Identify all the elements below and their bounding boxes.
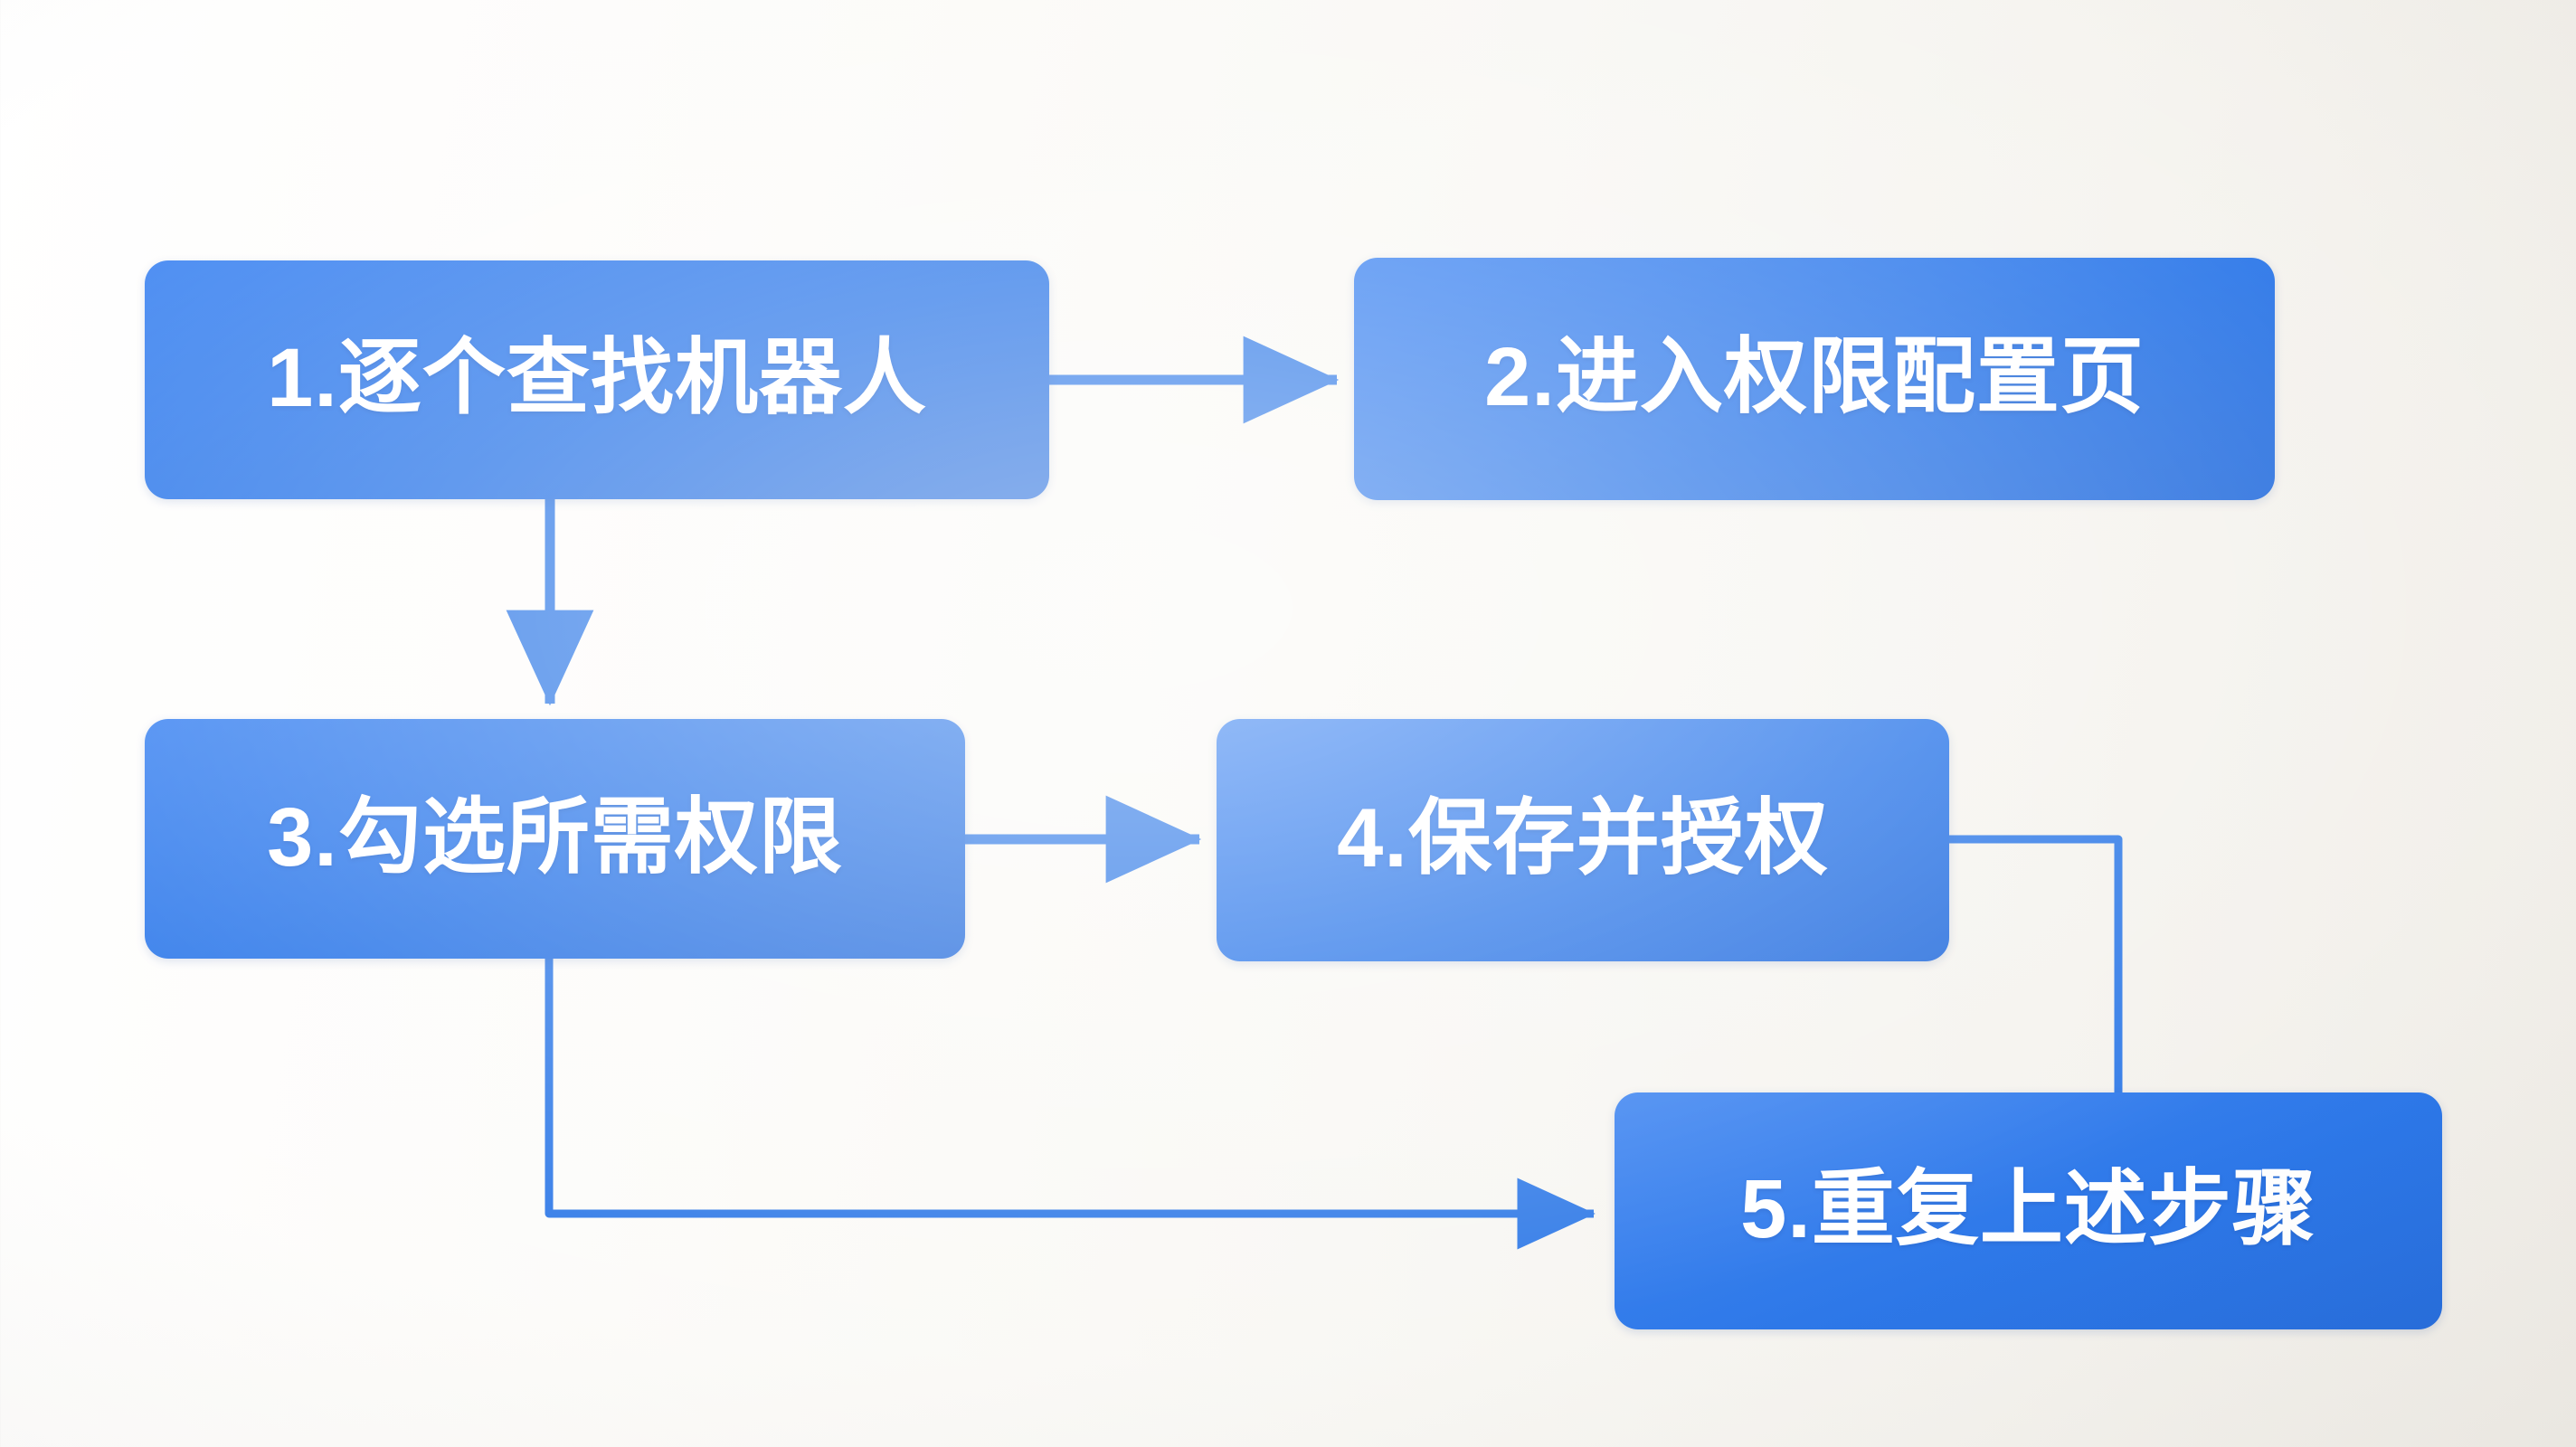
edge-3-to-5 <box>545 959 1596 1250</box>
flow-node-4-label: 4.保存并授权 <box>1337 792 1829 884</box>
flow-node-4[interactable]: 4.保存并授权 <box>1217 719 1949 961</box>
flow-node-1-label: 1.逐个查找机器人 <box>267 332 927 424</box>
edge-4-to-5 <box>1949 835 2123 1092</box>
flow-node-3-label: 3.勾选所需权限 <box>267 790 843 884</box>
flow-node-1[interactable]: 1.逐个查找机器人 <box>145 260 1049 499</box>
flow-node-3[interactable]: 3.勾选所需权限 <box>145 719 965 959</box>
flow-node-2-label: 2.进入权限配置页 <box>1484 331 2145 423</box>
flow-node-5-label: 5.重复上述步骤 <box>1740 1163 2316 1255</box>
flow-node-5[interactable]: 5.重复上述步骤 <box>1615 1092 2442 1329</box>
flow-node-2[interactable]: 2.进入权限配置页 <box>1354 258 2275 500</box>
